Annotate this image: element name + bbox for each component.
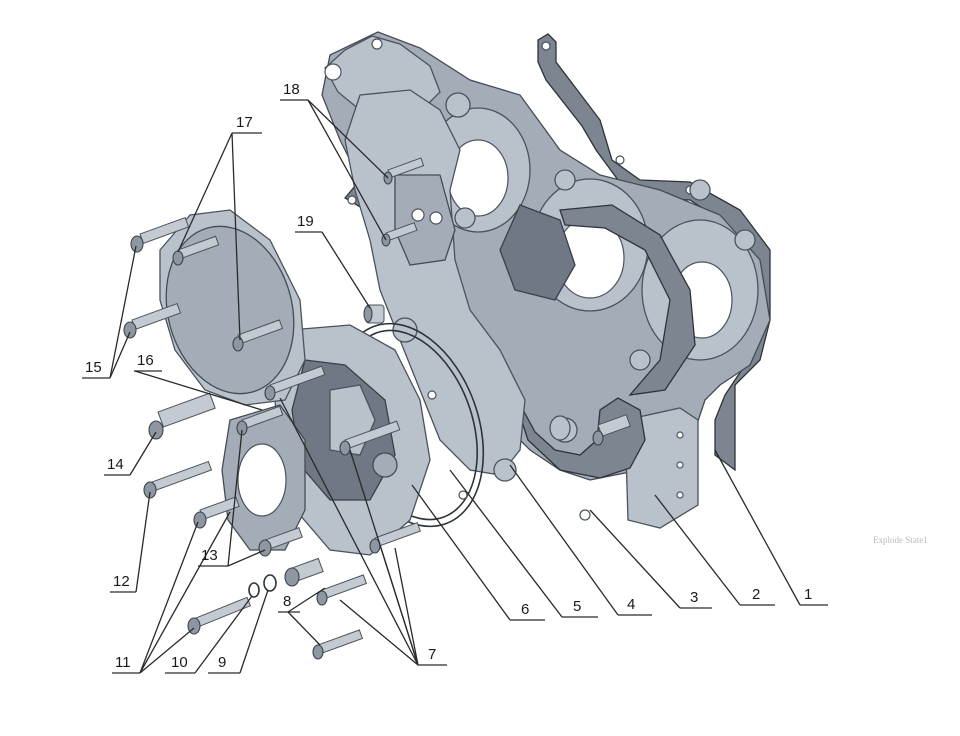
bolt-8b [316, 574, 368, 606]
callout-9: 9 [218, 654, 226, 671]
bolt-7b [339, 420, 401, 456]
callout-3: 3 [690, 589, 698, 606]
callout-5: 5 [573, 598, 581, 615]
callout-8: 8 [283, 593, 291, 610]
pin-a [549, 415, 571, 441]
callout-7: 7 [428, 646, 436, 663]
bolt-8a [284, 557, 324, 587]
callout-19: 19 [297, 213, 314, 230]
callout-12: 12 [113, 573, 130, 590]
dowel-19 [363, 304, 385, 324]
bolt-14 [148, 392, 216, 440]
callout-4: 4 [627, 596, 635, 613]
callout-6: 6 [521, 601, 529, 618]
bolt-17b [232, 319, 284, 352]
callout-1: 1 [804, 586, 812, 603]
callout-11: 11 [115, 654, 131, 671]
bolt-11b [187, 596, 252, 635]
explode-state-watermark: Explode State1 [873, 535, 928, 545]
washer-9 [263, 574, 277, 592]
callout-13: 13 [201, 547, 218, 564]
bolt-15b [123, 302, 182, 339]
callout-15: 15 [85, 359, 102, 376]
callout-14: 14 [107, 456, 124, 473]
part-17-round-cover [159, 209, 306, 406]
pin-b [592, 414, 631, 446]
bolt-15a [130, 216, 190, 253]
bolt-8c [312, 629, 364, 660]
part-4-front-cover [344, 89, 526, 482]
callout-18: 18 [283, 81, 300, 98]
callout-16: 16 [137, 352, 154, 369]
bolt-17a [172, 235, 220, 266]
part-16-hub-cover [221, 404, 306, 551]
callout-17: 17 [236, 114, 253, 131]
callout-labels: 1 2 3 4 5 6 7 8 9 10 11 12 13 14 15 16 1… [85, 81, 812, 671]
bolt-12 [143, 460, 213, 499]
leader-lines [82, 99, 828, 674]
callout-2: 2 [752, 586, 760, 603]
washer-10 [248, 582, 260, 598]
callout-10: 10 [171, 654, 188, 671]
bolt-13a [236, 405, 284, 436]
bolt-7a [264, 365, 326, 401]
